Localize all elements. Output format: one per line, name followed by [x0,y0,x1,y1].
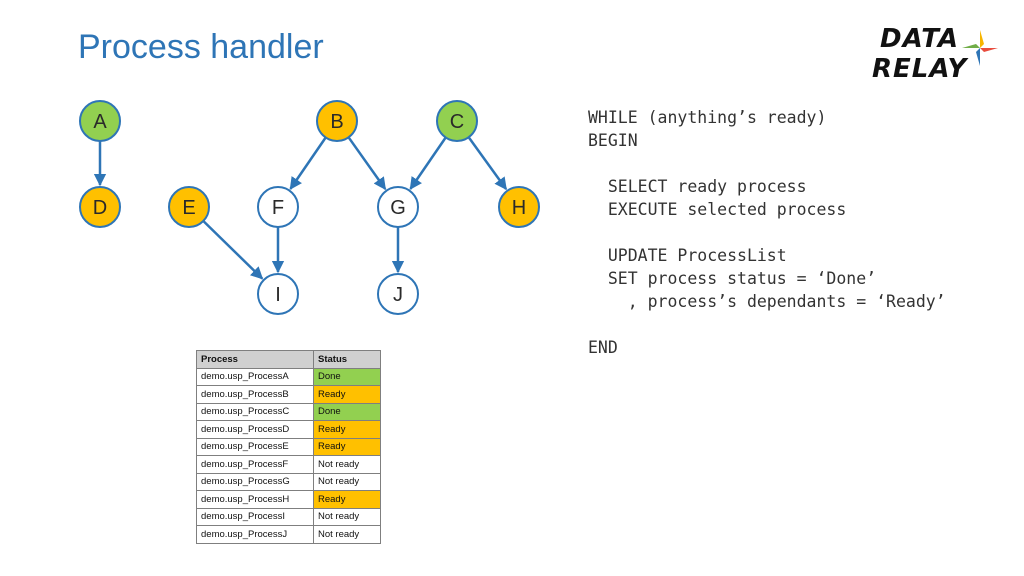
header-status: Status [313,350,381,369]
edge-E-I [202,220,264,280]
node-F: F [257,186,299,228]
node-label-H: H [512,197,526,219]
process-status-cell: Not ready [313,472,381,491]
process-name-cell: demo.usp_ProcessJ [196,525,314,544]
node-circle-B [316,100,358,142]
code-line [588,313,946,336]
slide-title: Process handler [78,28,324,66]
node-circle-E [168,186,210,228]
process-status-cell: Ready [313,437,381,456]
node-B: B [316,100,358,142]
process-status-cell: Ready [313,385,381,404]
process-name-cell: demo.usp_ProcessC [196,402,314,421]
logo-star-icon [962,30,998,66]
data-relay-logo: DATA RELAY [866,20,1006,90]
node-label-E: E [182,197,195,219]
code-line [588,221,946,244]
process-status-cell: Not ready [313,455,381,474]
process-status-cell: Not ready [313,507,381,526]
process-name-cell: demo.usp_ProcessB [196,385,314,404]
node-circle-G [377,186,419,228]
process-name-cell: demo.usp_ProcessF [196,455,314,474]
code-line: UPDATE ProcessList [588,246,787,265]
process-status-cell: Ready [313,490,381,509]
process-name-cell: demo.usp_ProcessE [196,437,314,456]
node-circle-D [79,186,121,228]
table-header-row: Process Status [196,350,381,369]
node-G: G [377,186,419,228]
code-line: EXECUTE selected process [588,200,847,219]
process-status-cell: Done [313,367,381,386]
edge-B-F [289,136,327,190]
code-line: END [588,338,618,357]
code-line: , process’s dependants = ‘Ready’ [588,292,946,311]
code-line: SELECT ready process [588,177,807,196]
node-label-B: B [330,111,343,133]
node-D: D [79,186,121,228]
graph-edges [93,136,508,280]
node-A: A [79,100,121,142]
node-label-D: D [93,197,107,219]
node-circle-H [498,186,540,228]
pseudocode-block: WHILE (anything’s ready) BEGIN SELECT rea… [588,106,946,359]
code-line [588,152,946,175]
graph-nodes: A B C D E F G H I J [79,100,540,315]
process-status-cell: Not ready [313,525,381,544]
code-line: BEGIN [588,131,638,150]
code-line: SET process status = ‘Done’ [588,269,877,288]
process-name-cell: demo.usp_ProcessH [196,490,314,509]
process-status-cell: Ready [313,420,381,439]
edge-B-G [347,136,387,191]
node-label-G: G [390,197,406,219]
node-circle-I [257,273,299,315]
logo-line-2: RELAY [872,54,968,84]
node-J: J [377,273,419,315]
logo-line-1: DATA [880,24,960,54]
process-name-cell: demo.usp_ProcessA [196,367,314,386]
node-E: E [168,186,210,228]
node-circle-J [377,273,419,315]
node-label-C: C [450,111,464,133]
code-line: WHILE (anything’s ready) [588,108,827,127]
node-circle-A [79,100,121,142]
process-name-cell: demo.usp_ProcessD [196,420,314,439]
edge-C-G [409,136,447,190]
process-status-cell: Done [313,402,381,421]
node-label-A: A [93,111,107,133]
node-H: H [498,186,540,228]
node-label-F: F [272,197,284,219]
header-process: Process [196,350,314,369]
node-circle-C [436,100,478,142]
node-label-I: I [275,284,281,306]
node-I: I [257,273,299,315]
process-name-cell: demo.usp_ProcessG [196,472,314,491]
edge-C-H [467,136,508,191]
node-label-J: J [393,284,403,306]
process-name-cell: demo.usp_ProcessI [196,507,314,526]
node-C: C [436,100,478,142]
node-circle-F [257,186,299,228]
